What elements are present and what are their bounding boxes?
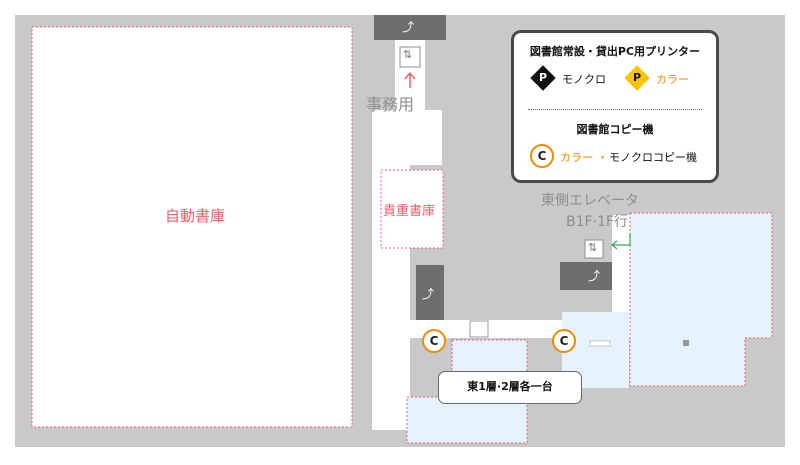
color-printer-symbol: P: [633, 71, 642, 84]
mono-printer-icon: [530, 65, 556, 91]
elevator-box-east: [584, 239, 604, 259]
color-printer-label: カラー: [656, 73, 689, 86]
mono-printer-symbol: P: [539, 71, 548, 84]
stair-top: [374, 15, 446, 40]
color-printer-icon: [624, 65, 650, 91]
stair-lower: [416, 265, 444, 320]
elevator-floors-label: B1F·1F行: [566, 214, 628, 230]
elevator-name-label: 東側エレベータ: [541, 193, 639, 209]
elevator-arrow-upper: [404, 71, 416, 88]
office-label: 事務用: [366, 95, 415, 114]
elevator-box-upper: [399, 46, 421, 68]
copier-marker[interactable]: C: [552, 329, 576, 353]
stairs-icon: ⤴: [422, 287, 435, 301]
corridor-office-wing: [410, 110, 442, 165]
legend-copier-title: 図書館コピー機: [576, 123, 654, 136]
rare-storage-room: [380, 169, 444, 249]
elevator-stair-area: [560, 262, 612, 290]
elevator-arrow-east: [611, 233, 631, 250]
stairs-icon: ⤴: [588, 269, 601, 283]
east-room-highlight: [629, 212, 773, 387]
mono-printer-label: モノクロ: [562, 73, 606, 86]
elevator-icon: ⇅: [588, 241, 598, 254]
legend-copier-color: カラー: [560, 151, 593, 164]
legend-box: 図書館常設・貸出PC用プリンター P モノクロ P カラー 図書館コピー機 C …: [511, 30, 719, 183]
legend-divider: [528, 109, 702, 110]
rare-storage-label: 貴重書庫: [383, 204, 436, 219]
legend-copier-separator: ・: [597, 151, 608, 164]
elevator-hall: [612, 215, 630, 330]
corridor-vertical: [372, 110, 410, 430]
copier-marker[interactable]: C: [422, 329, 446, 353]
auto-storage-label: 自動書庫: [165, 207, 226, 225]
copier-marker-box: [589, 340, 611, 347]
copier-callout: 東1層·2層各一台: [438, 371, 582, 404]
legend-copier-mono: モノクロコピー機: [609, 151, 697, 164]
stairs-icon: ⤴: [402, 20, 415, 34]
corridor-stairs-mark: [469, 320, 489, 338]
east-room-mark: [683, 340, 689, 346]
legend-printer-title: 図書館常設・貸出PC用プリンター: [529, 45, 701, 58]
auto-storage-room: [31, 26, 353, 428]
legend-copier-icon: C: [530, 144, 554, 168]
elevator-icon: ⇅: [403, 48, 413, 61]
